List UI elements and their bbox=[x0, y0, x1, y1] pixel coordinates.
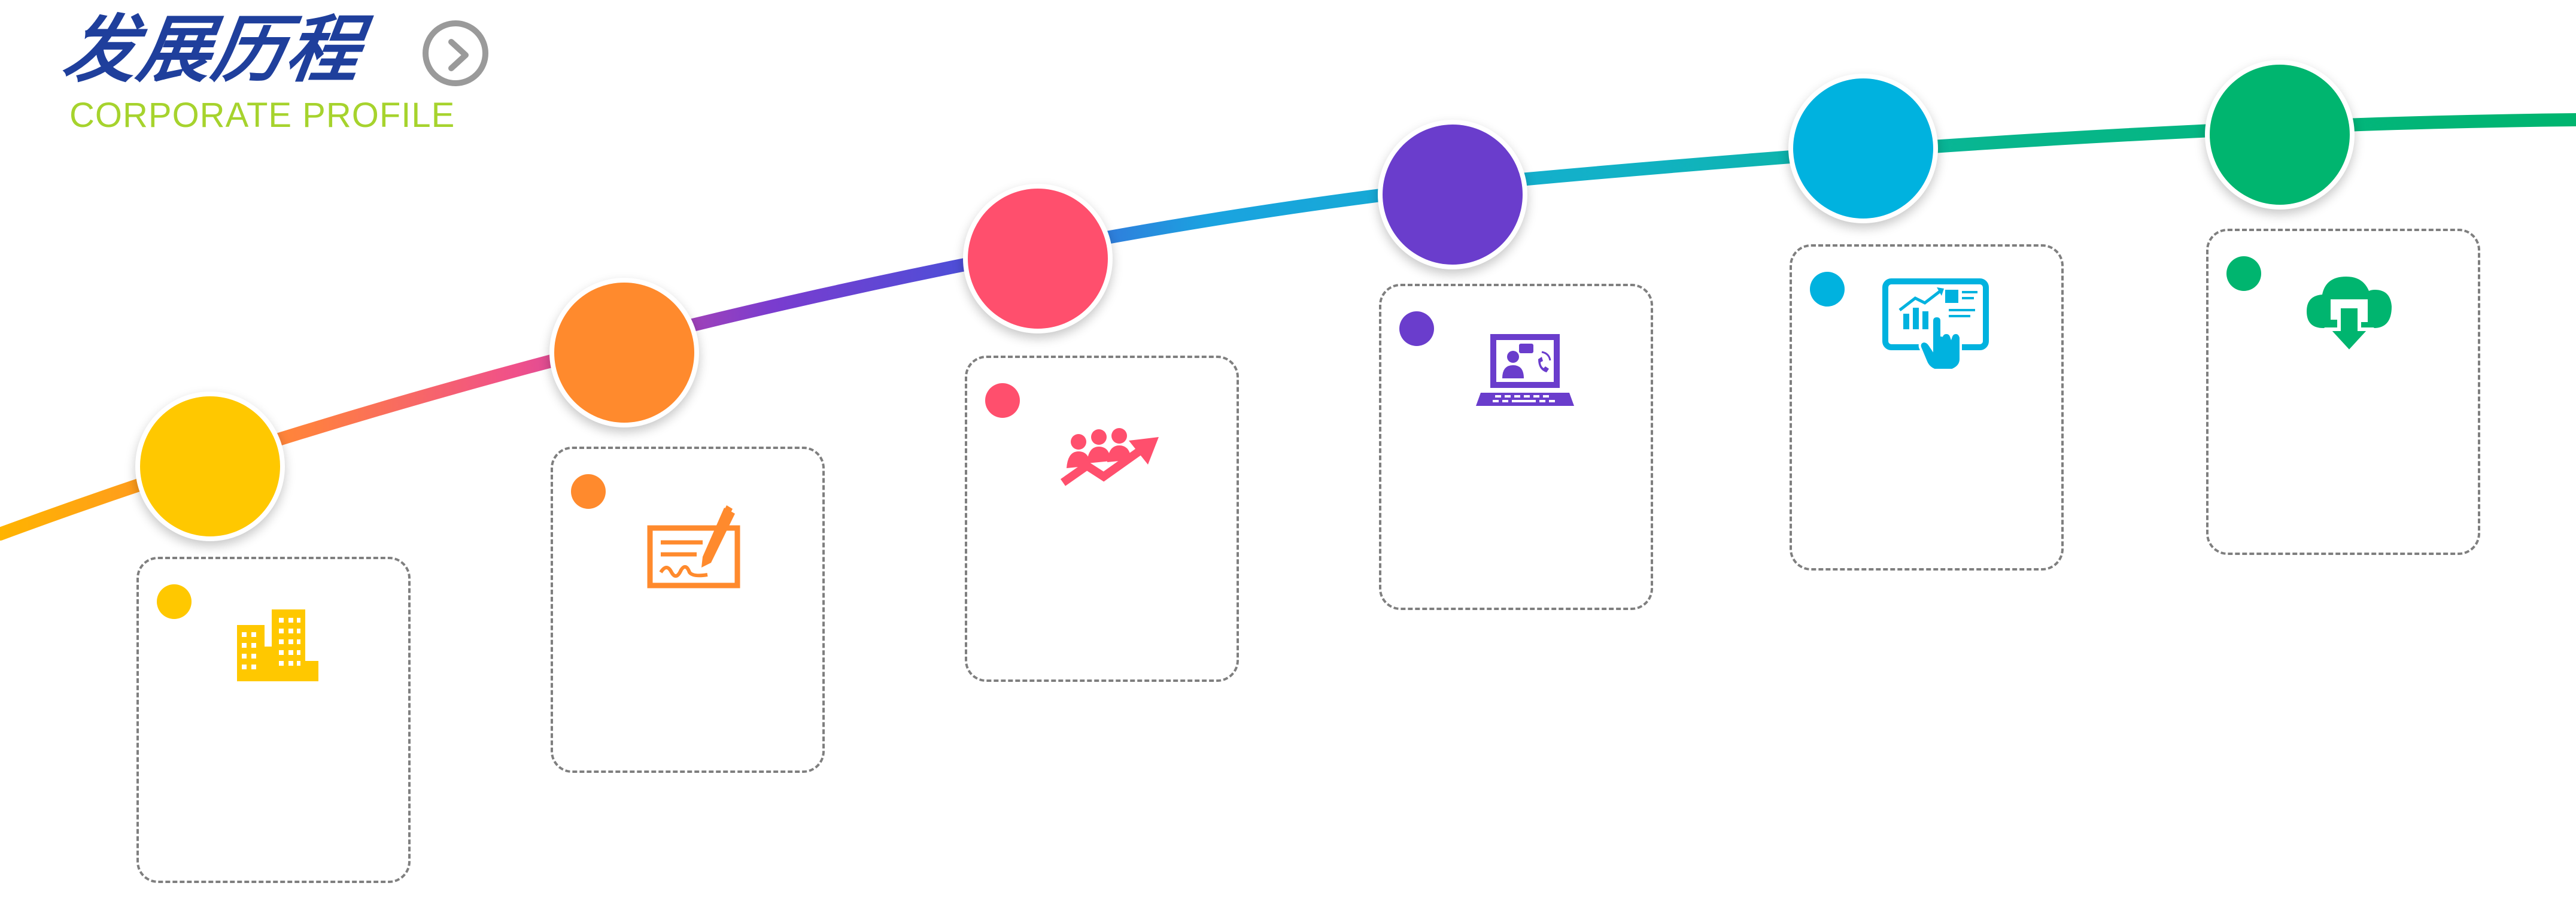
milestone-node-6[interactable] bbox=[2205, 60, 2355, 210]
card-bullet bbox=[1810, 272, 1845, 307]
video-call-laptop-icon bbox=[1471, 322, 1579, 430]
chevron-right-circle-icon[interactable] bbox=[423, 20, 488, 86]
milestone-node-2[interactable] bbox=[549, 278, 699, 427]
milestone-card-5[interactable] bbox=[1790, 244, 2064, 571]
touch-analytics-icon bbox=[1882, 271, 1989, 378]
milestone-card-6[interactable] bbox=[2206, 229, 2480, 555]
milestone-card-3[interactable] bbox=[965, 356, 1239, 682]
milestone-node-1[interactable] bbox=[135, 392, 285, 541]
card-bullet bbox=[157, 584, 192, 619]
card-bullet bbox=[2226, 256, 2261, 291]
milestone-node-3[interactable] bbox=[963, 184, 1113, 333]
milestone-node-5[interactable] bbox=[1788, 74, 1938, 223]
card-bullet bbox=[1399, 311, 1434, 346]
contract-signing-icon bbox=[643, 497, 751, 605]
page-subtitle: CORPORATE PROFILE bbox=[69, 96, 455, 135]
milestone-card-1[interactable] bbox=[136, 557, 411, 883]
milestone-node-4[interactable] bbox=[1378, 120, 1527, 269]
chevron-right-glyph bbox=[448, 39, 469, 71]
header: 发展历程 CORPORATE PROFILE bbox=[58, 7, 500, 145]
cloud-download-icon bbox=[2298, 255, 2406, 363]
milestone-card-2[interactable] bbox=[551, 447, 825, 773]
card-bullet bbox=[571, 474, 606, 509]
card-bullet bbox=[985, 383, 1020, 418]
milestone-card-4[interactable] bbox=[1379, 284, 1653, 610]
buildings-icon bbox=[223, 589, 330, 697]
team-growth-icon bbox=[1057, 406, 1165, 514]
